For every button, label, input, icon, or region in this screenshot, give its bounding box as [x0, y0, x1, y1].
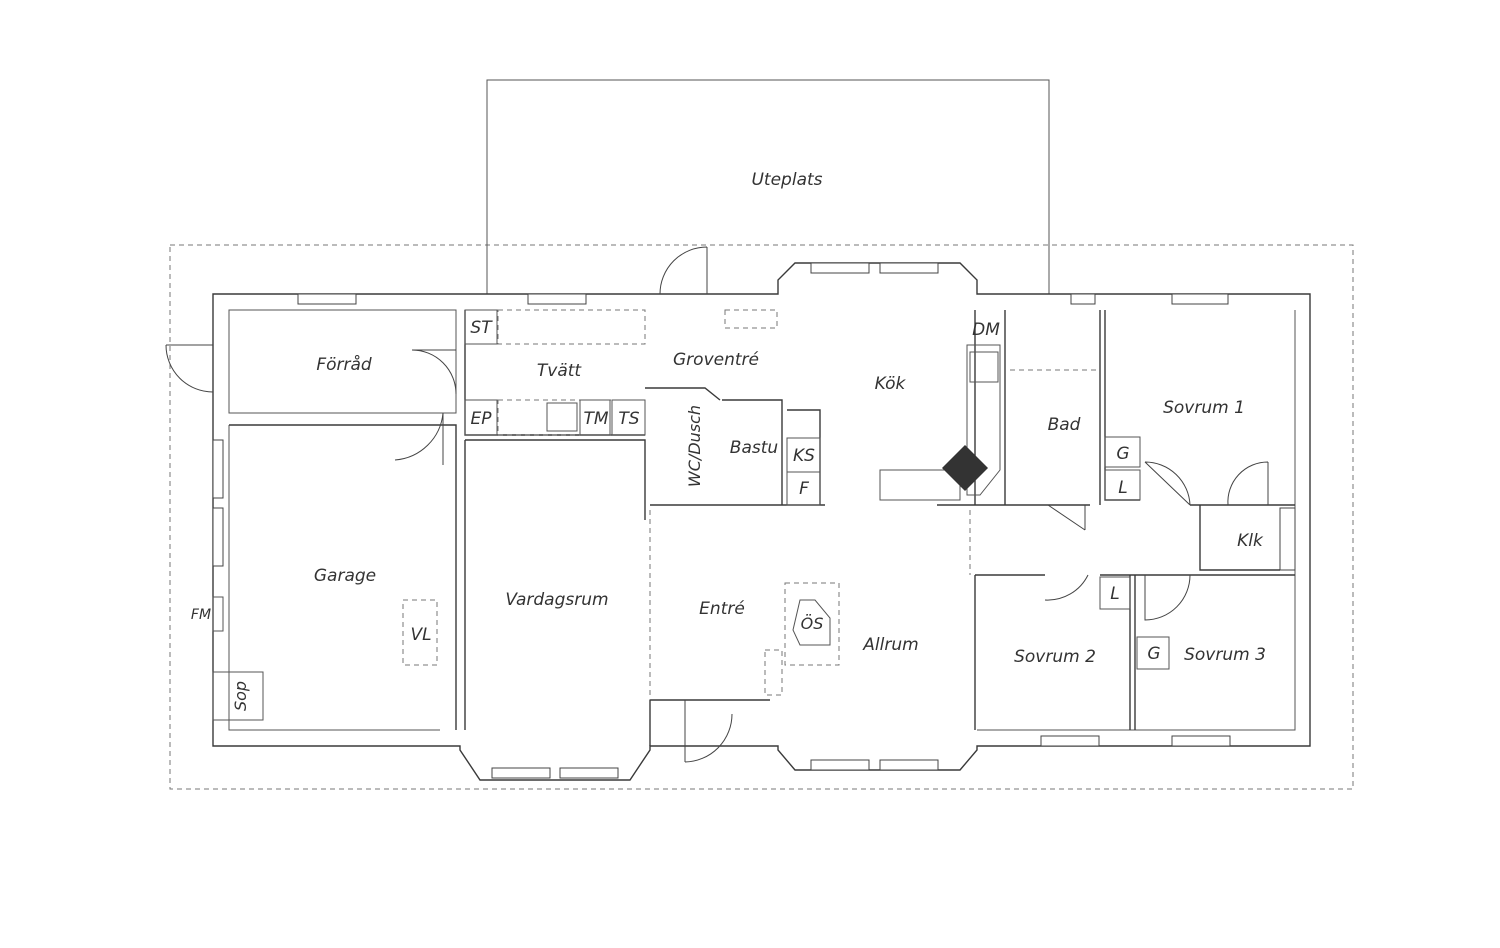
room-label-sovrum3: Sovrum 3 [1184, 645, 1266, 665]
door-swing [165, 344, 214, 393]
outer-wall-inner [228, 309, 457, 414]
room-label-forrad: Förråd [316, 354, 372, 375]
room-label-wc-dusch: WC/Dusch [685, 405, 704, 487]
window [527, 293, 587, 305]
tm-box [579, 399, 611, 436]
door-swing [1144, 461, 1191, 506]
window [810, 262, 870, 274]
door-swing [411, 349, 457, 395]
inner-wall-right [977, 310, 1296, 731]
stove-icon [942, 445, 988, 491]
window [879, 759, 939, 771]
window [212, 507, 224, 567]
fm-box [212, 596, 224, 632]
fixture-label-g: G [1147, 644, 1160, 664]
window [1171, 293, 1229, 305]
window [559, 767, 619, 779]
window [297, 293, 357, 305]
fixture-label-f: F [799, 479, 809, 499]
room-label-tvatt: Tvätt [537, 361, 583, 381]
f-box [786, 471, 821, 506]
fixture-label-fm: FM [191, 607, 211, 623]
fixture-label-ts: TS [618, 409, 639, 429]
door-swing [1047, 504, 1086, 531]
g-box [1104, 436, 1141, 468]
ep-box [464, 399, 498, 436]
fixture-label-st: ST [470, 318, 493, 338]
room-label-allrum: Allrum [862, 635, 918, 655]
fixture-label-tm: TM [583, 409, 608, 429]
room-label-sovrum1: Sovrum 1 [1163, 398, 1245, 418]
kitchen-counter [879, 469, 961, 501]
terrace-outline [486, 79, 1050, 294]
room-label-sovrum2: Sovrum 2 [1014, 647, 1096, 667]
counter-outline [724, 309, 778, 329]
room-label-klk: Klk [1237, 531, 1264, 551]
interior-walls [229, 310, 1295, 746]
window [1279, 507, 1296, 571]
inner-wall-left [228, 425, 440, 731]
divider-dash [649, 369, 1100, 700]
room-label-groventre: Groventré [673, 350, 759, 370]
st-box [464, 309, 498, 345]
vl-outline [402, 599, 438, 666]
l-box [1099, 576, 1131, 610]
window [491, 767, 551, 779]
g-box [1136, 636, 1170, 670]
fixture-label-ks: KS [793, 446, 815, 466]
room-label-entre: Entré [699, 599, 745, 619]
door-swing [394, 412, 444, 465]
ts-box [611, 399, 646, 436]
room-label-kok: Kök [875, 374, 907, 394]
outer-wall [212, 262, 1311, 781]
window [1070, 293, 1096, 305]
os-outline [784, 582, 840, 666]
lot-boundary [169, 244, 1354, 790]
fixture-label-dm: DM [972, 320, 1000, 340]
room-label-vardagsrum: Vardagsrum [505, 590, 608, 610]
door-swing [659, 246, 708, 295]
window [1040, 735, 1100, 747]
sop-box [212, 671, 264, 721]
fixture-label-os: ÖS [801, 614, 824, 633]
window [212, 439, 224, 499]
sink-icon [546, 402, 578, 432]
room-label-uteplats: Uteplats [751, 170, 822, 190]
l-box [1104, 469, 1141, 501]
door-swing [1227, 461, 1269, 506]
room-label-bad: Bad [1048, 415, 1081, 435]
fixture-label-l: L [1118, 478, 1127, 498]
room-label-bastu: Bastu [730, 438, 779, 458]
fixture-label-sop: Sop [231, 681, 250, 711]
window [810, 759, 870, 771]
fixture-label-l: L [1110, 584, 1119, 604]
room-label-garage: Garage [314, 566, 376, 586]
fireplace-outline [792, 599, 831, 646]
door-swing [1044, 574, 1089, 601]
counter-outline [497, 309, 646, 345]
door-swing [1144, 574, 1191, 621]
window [1171, 735, 1231, 747]
stair-outline [764, 649, 783, 696]
window [879, 262, 939, 274]
fixture-label-ep: EP [471, 409, 493, 429]
door-swing [684, 700, 733, 763]
fixture-label-vl: VL [410, 625, 431, 645]
fixture-label-g: G [1116, 444, 1129, 464]
sink-icon [969, 351, 999, 383]
